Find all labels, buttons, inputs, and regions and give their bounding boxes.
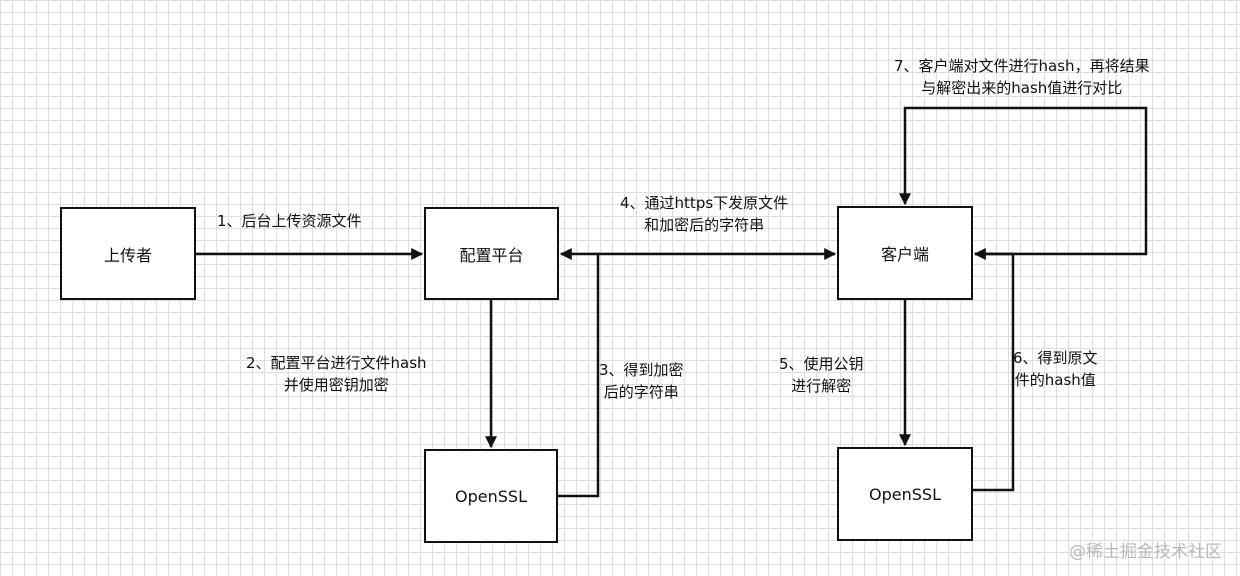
- edge-original-hash: [973, 248, 1015, 492]
- label-step7: 7、客户端对文件进行hash，再将结果 与解密出来的hash值进行对比: [894, 57, 1150, 97]
- label-step4: 4、通过https下发原文件 和加密后的字符串: [620, 194, 789, 234]
- edge-compare-loop: [899, 106, 1148, 256]
- label-step3: 3、得到加密 后的字符串: [599, 361, 684, 401]
- edge-encrypted-string: [558, 248, 600, 498]
- node-openssl-left: OpenSSL: [424, 449, 558, 543]
- node-config-platform: 配置平台: [424, 207, 559, 300]
- node-client: 客户端: [837, 206, 973, 300]
- watermark: @稀土掘金技术社区: [1069, 542, 1222, 562]
- label-step6: 6、得到原文 件的hash值: [1013, 349, 1098, 389]
- node-uploader: 上传者: [60, 207, 196, 300]
- label-step2: 2、配置平台进行文件hash 并使用密钥加密: [246, 354, 427, 394]
- node-openssl-right: OpenSSL: [837, 447, 973, 541]
- label-step5: 5、使用公钥 进行解密: [779, 355, 864, 395]
- label-step1: 1、后台上传资源文件: [217, 212, 362, 230]
